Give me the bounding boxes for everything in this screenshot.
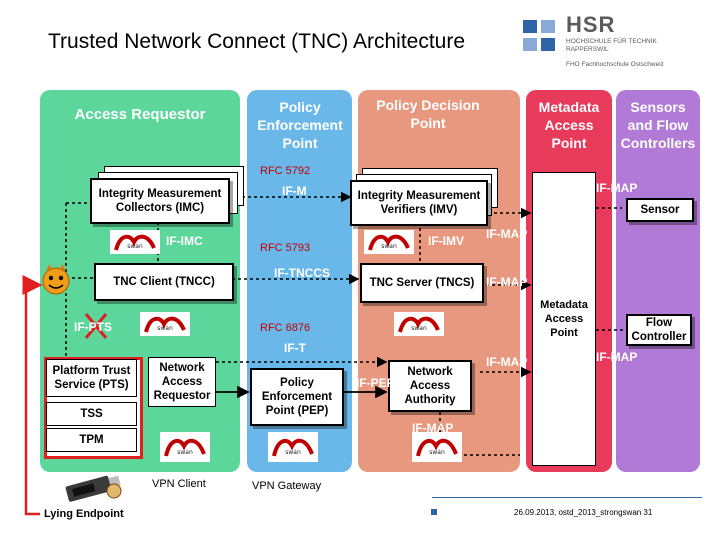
naa-box: Network Access Authority: [388, 360, 472, 412]
tncc-box: TNC Client (TNCC): [94, 263, 234, 301]
label-if-map-naa: IF-MAP: [486, 355, 528, 369]
devil-face-icon: [40, 262, 72, 301]
red-cross-icon: [84, 313, 108, 339]
strongswan-logo-icon: swan: [364, 230, 414, 259]
strongswan-logo-icon: swan: [412, 432, 462, 467]
usb-stick-icon: [60, 465, 130, 512]
nar-box: Network Access Requestor: [148, 357, 216, 407]
pep-box: Policy Enforcement Point (PEP): [250, 368, 344, 426]
pts-box: Platform Trust Service (PTS): [46, 359, 137, 397]
label-if-pts: IF-PTS: [74, 320, 112, 334]
strongswan-logo-icon: swan: [268, 432, 318, 467]
map-box: Metadata Access Point: [532, 172, 596, 466]
imv-box: Integrity Measurement Verifiers (IMV): [350, 180, 488, 226]
caption-lying-endpoint: Lying Endpoint: [44, 508, 124, 520]
label-if-imc: IF-IMC: [166, 234, 203, 248]
svg-text:swan: swan: [411, 325, 427, 332]
label-if-map-imv: IF-MAP: [486, 227, 528, 241]
imc-box: Integrity Measurement Collectors (IMC): [90, 178, 230, 224]
strongswan-logo-icon: swan: [394, 312, 444, 341]
strongswan-logo-icon: swan: [110, 230, 160, 259]
brand-name: HSR: [566, 12, 616, 37]
rfc-if-m: RFC 5792: [260, 165, 311, 177]
flow-controller-box: Flow Controller: [626, 314, 692, 346]
svg-text:swan: swan: [157, 325, 173, 332]
tpm-box: TPM: [46, 428, 137, 452]
footer-text: 26.09.2013, ostd_2013_strongswan 31: [514, 508, 653, 517]
svg-text:swan: swan: [177, 449, 193, 456]
footer-divider: [432, 497, 702, 498]
svg-text:swan: swan: [429, 449, 445, 456]
label-if-map-sensor: IF-MAP: [596, 181, 638, 195]
sensor-box: Sensor: [626, 198, 694, 222]
brand-line-2: RAPPERSWIL: [566, 46, 609, 53]
page-title: Trusted Network Connect (TNC) Architectu…: [48, 30, 466, 53]
svg-text:swan: swan: [381, 243, 397, 250]
label-if-tnccs: IF-TNCCS: [274, 266, 330, 280]
label-if-map-tncs: IF-MAP: [486, 275, 528, 289]
column-header-pep: Policy Enforcement Point: [257, 99, 343, 151]
footer-marker: [431, 509, 437, 515]
label-if-m: IF-M: [282, 184, 307, 198]
tncs-box: TNC Server (TNCS): [360, 263, 484, 303]
column-header-pdp: Policy Decision Point: [376, 97, 480, 131]
column-header-sensors: Sensors and Flow Controllers: [620, 99, 696, 151]
hsr-logo-icon: [523, 18, 563, 52]
column-header-map: Metadata Access Point: [538, 99, 600, 151]
strongswan-logo-icon: swan: [160, 432, 210, 467]
label-if-t: IF-T: [284, 341, 306, 355]
column-header-access-requestor: Access Requestor: [74, 106, 206, 123]
caption-vpn-gateway: VPN Gateway: [252, 480, 322, 492]
label-if-pep: IF-PEP: [356, 376, 395, 390]
svg-text:swan: swan: [127, 243, 143, 250]
caption-vpn-client: VPN Client: [152, 478, 206, 490]
rfc-if-t: RFC 6876: [260, 322, 311, 334]
label-if-imv: IF-IMV: [428, 234, 464, 248]
label-if-map-flow: IF-MAP: [596, 350, 638, 364]
strongswan-logo-icon: swan: [140, 312, 190, 341]
brand-line-3: FHO Fachhochschule Ostschweiz: [566, 61, 664, 68]
rfc-if-tnccs: RFC 5793: [260, 242, 311, 254]
tss-box: TSS: [46, 402, 137, 426]
column-sensors: [616, 90, 700, 472]
svg-text:swan: swan: [285, 449, 301, 456]
brand-line-1: HOCHSCHULE FÜR TECHNIK: [566, 38, 657, 45]
label-if-map-bottom: IF-MAP: [412, 421, 454, 435]
